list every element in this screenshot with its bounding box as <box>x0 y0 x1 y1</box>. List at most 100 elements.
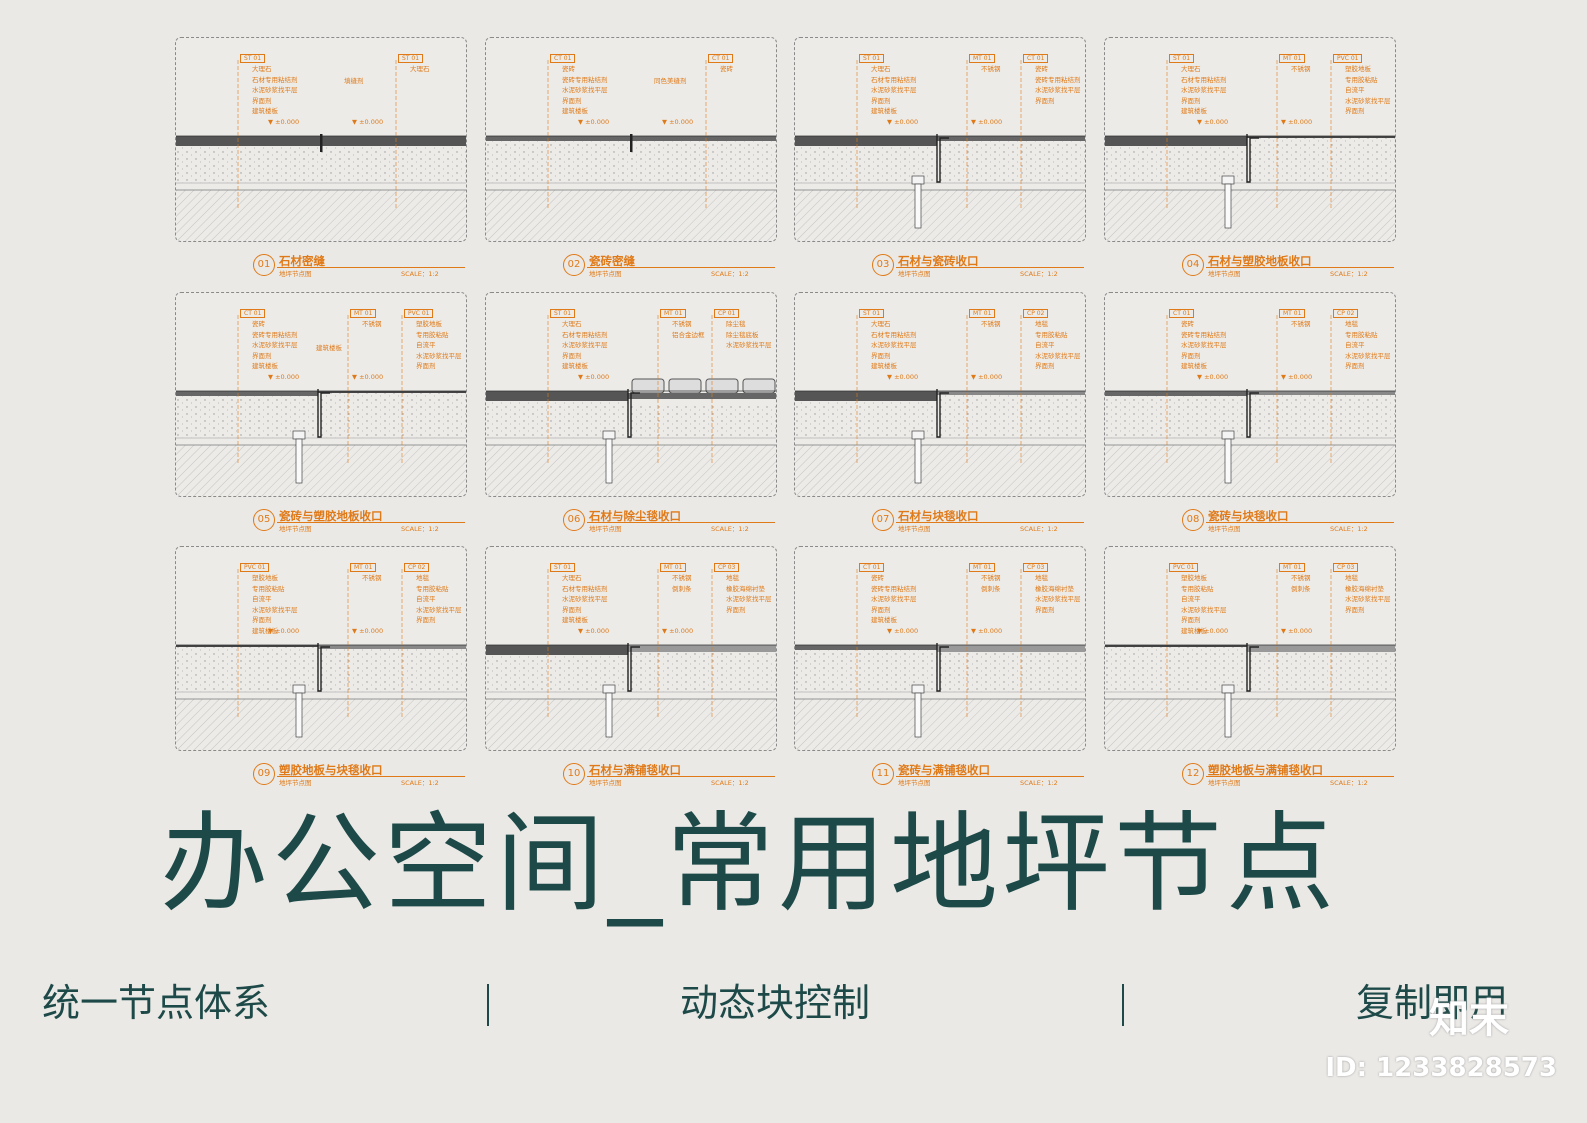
section-drawing <box>176 315 466 496</box>
stainless-trim <box>627 643 640 692</box>
finish-layer-left <box>1105 136 1247 146</box>
caption-subtitle: 地坪节点图 <box>279 779 312 787</box>
floor-slab <box>486 445 776 496</box>
finish-layer-right <box>631 136 776 141</box>
screed-layer-right <box>1247 395 1395 438</box>
floor-slab <box>176 190 466 241</box>
anchor-bolt <box>602 684 616 738</box>
caption-scale: SCALE：1:2 <box>711 270 749 278</box>
caption-scale: SCALE：1:2 <box>1020 270 1058 278</box>
joint-seam <box>630 134 633 152</box>
screed-layer-right <box>1247 138 1395 183</box>
stainless-trim <box>1246 643 1259 692</box>
caption-title: 石材与瓷砖收口 <box>898 254 979 268</box>
finish-layer-left <box>1105 645 1247 647</box>
stainless-trim <box>936 389 949 438</box>
screed-layer-left <box>1105 647 1247 692</box>
screed-layer-right <box>318 649 466 692</box>
caption-title: 石材密缝 <box>279 254 325 268</box>
floor-slab <box>176 445 466 496</box>
caption-number: 02 <box>563 254 585 276</box>
section-drawing <box>1105 569 1395 750</box>
finish-layer-right <box>937 391 1085 395</box>
caption-title: 瓷砖与块毯收口 <box>1208 509 1289 523</box>
finish-layer-left <box>795 136 937 146</box>
caption-scale: SCALE：1:2 <box>711 779 749 787</box>
anchor-bolt <box>911 430 925 484</box>
screed-layer-right <box>321 146 466 183</box>
finish-layer-right <box>628 645 776 652</box>
caption-underline <box>587 522 775 523</box>
caption-number: 04 <box>1182 254 1204 276</box>
watermark-id: ID: 1233828573 <box>1325 1053 1557 1083</box>
screed-layer-right <box>318 393 466 438</box>
joint-seam <box>320 134 323 152</box>
caption-title: 瓷砖密缝 <box>589 254 635 268</box>
caption-underline <box>277 776 465 777</box>
screed-layer-right <box>937 395 1085 438</box>
finish-layer-right <box>937 136 1085 141</box>
stainless-trim <box>317 643 330 692</box>
floor-slab <box>176 699 466 750</box>
caption-title: 石材与塑胶地板收口 <box>1208 254 1312 268</box>
node-caption-10: 10 石材与满铺毯收口地坪节点图 SCALE：1:2 <box>485 762 777 790</box>
finish-layer-left <box>795 645 937 650</box>
finish-layer-right <box>937 645 1085 652</box>
caption-subtitle: 地坪节点图 <box>1208 779 1241 787</box>
caption-subtitle: 地坪节点图 <box>589 779 622 787</box>
caption-number: 03 <box>872 254 894 276</box>
finish-layer-right <box>1247 391 1395 395</box>
stainless-trim <box>317 389 330 438</box>
section-drawing <box>795 315 1085 496</box>
stainless-trim <box>627 389 640 438</box>
screed-layer-right <box>1247 652 1395 692</box>
feature-divider <box>1122 984 1124 1026</box>
section-drawing <box>795 60 1085 241</box>
floor-slab <box>795 699 1085 750</box>
screed-layer-right <box>937 652 1085 692</box>
floor-slab <box>795 190 1085 241</box>
floor-slab <box>486 699 776 750</box>
anchor-bolt <box>911 684 925 738</box>
finish-layer-left <box>795 391 937 401</box>
screed-layer-left <box>486 141 631 183</box>
caption-number: 11 <box>872 763 894 785</box>
caption-subtitle: 地坪节点图 <box>1208 525 1241 533</box>
anchor-bolt <box>1221 175 1235 229</box>
caption-number: 10 <box>563 763 585 785</box>
caption-title: 石材与满铺毯收口 <box>589 763 681 777</box>
caption-underline <box>277 267 465 268</box>
stainless-trim <box>936 134 949 183</box>
section-drawing <box>795 569 1085 750</box>
feature-dynamic-block: 动态块控制 <box>680 981 871 1025</box>
finish-layer-left <box>1105 391 1247 396</box>
caption-scale: SCALE：1:2 <box>1020 525 1058 533</box>
floor-slab <box>1105 190 1395 241</box>
finish-layer-left <box>176 136 321 146</box>
finish-layer-left <box>486 645 628 655</box>
caption-subtitle: 地坪节点图 <box>279 270 312 278</box>
watermark-logo: 知末 <box>1429 996 1509 1042</box>
caption-number: 08 <box>1182 509 1204 531</box>
caption-scale: SCALE：1:2 <box>1330 270 1368 278</box>
caption-scale: SCALE：1:2 <box>401 270 439 278</box>
screed-layer-left <box>176 146 321 183</box>
anchor-bolt <box>602 430 616 484</box>
caption-scale: SCALE：1:2 <box>711 525 749 533</box>
caption-scale: SCALE：1:2 <box>1330 779 1368 787</box>
finish-layer-left <box>486 391 628 401</box>
anchor-bolt <box>292 684 306 738</box>
finish-layer-left <box>486 136 631 141</box>
